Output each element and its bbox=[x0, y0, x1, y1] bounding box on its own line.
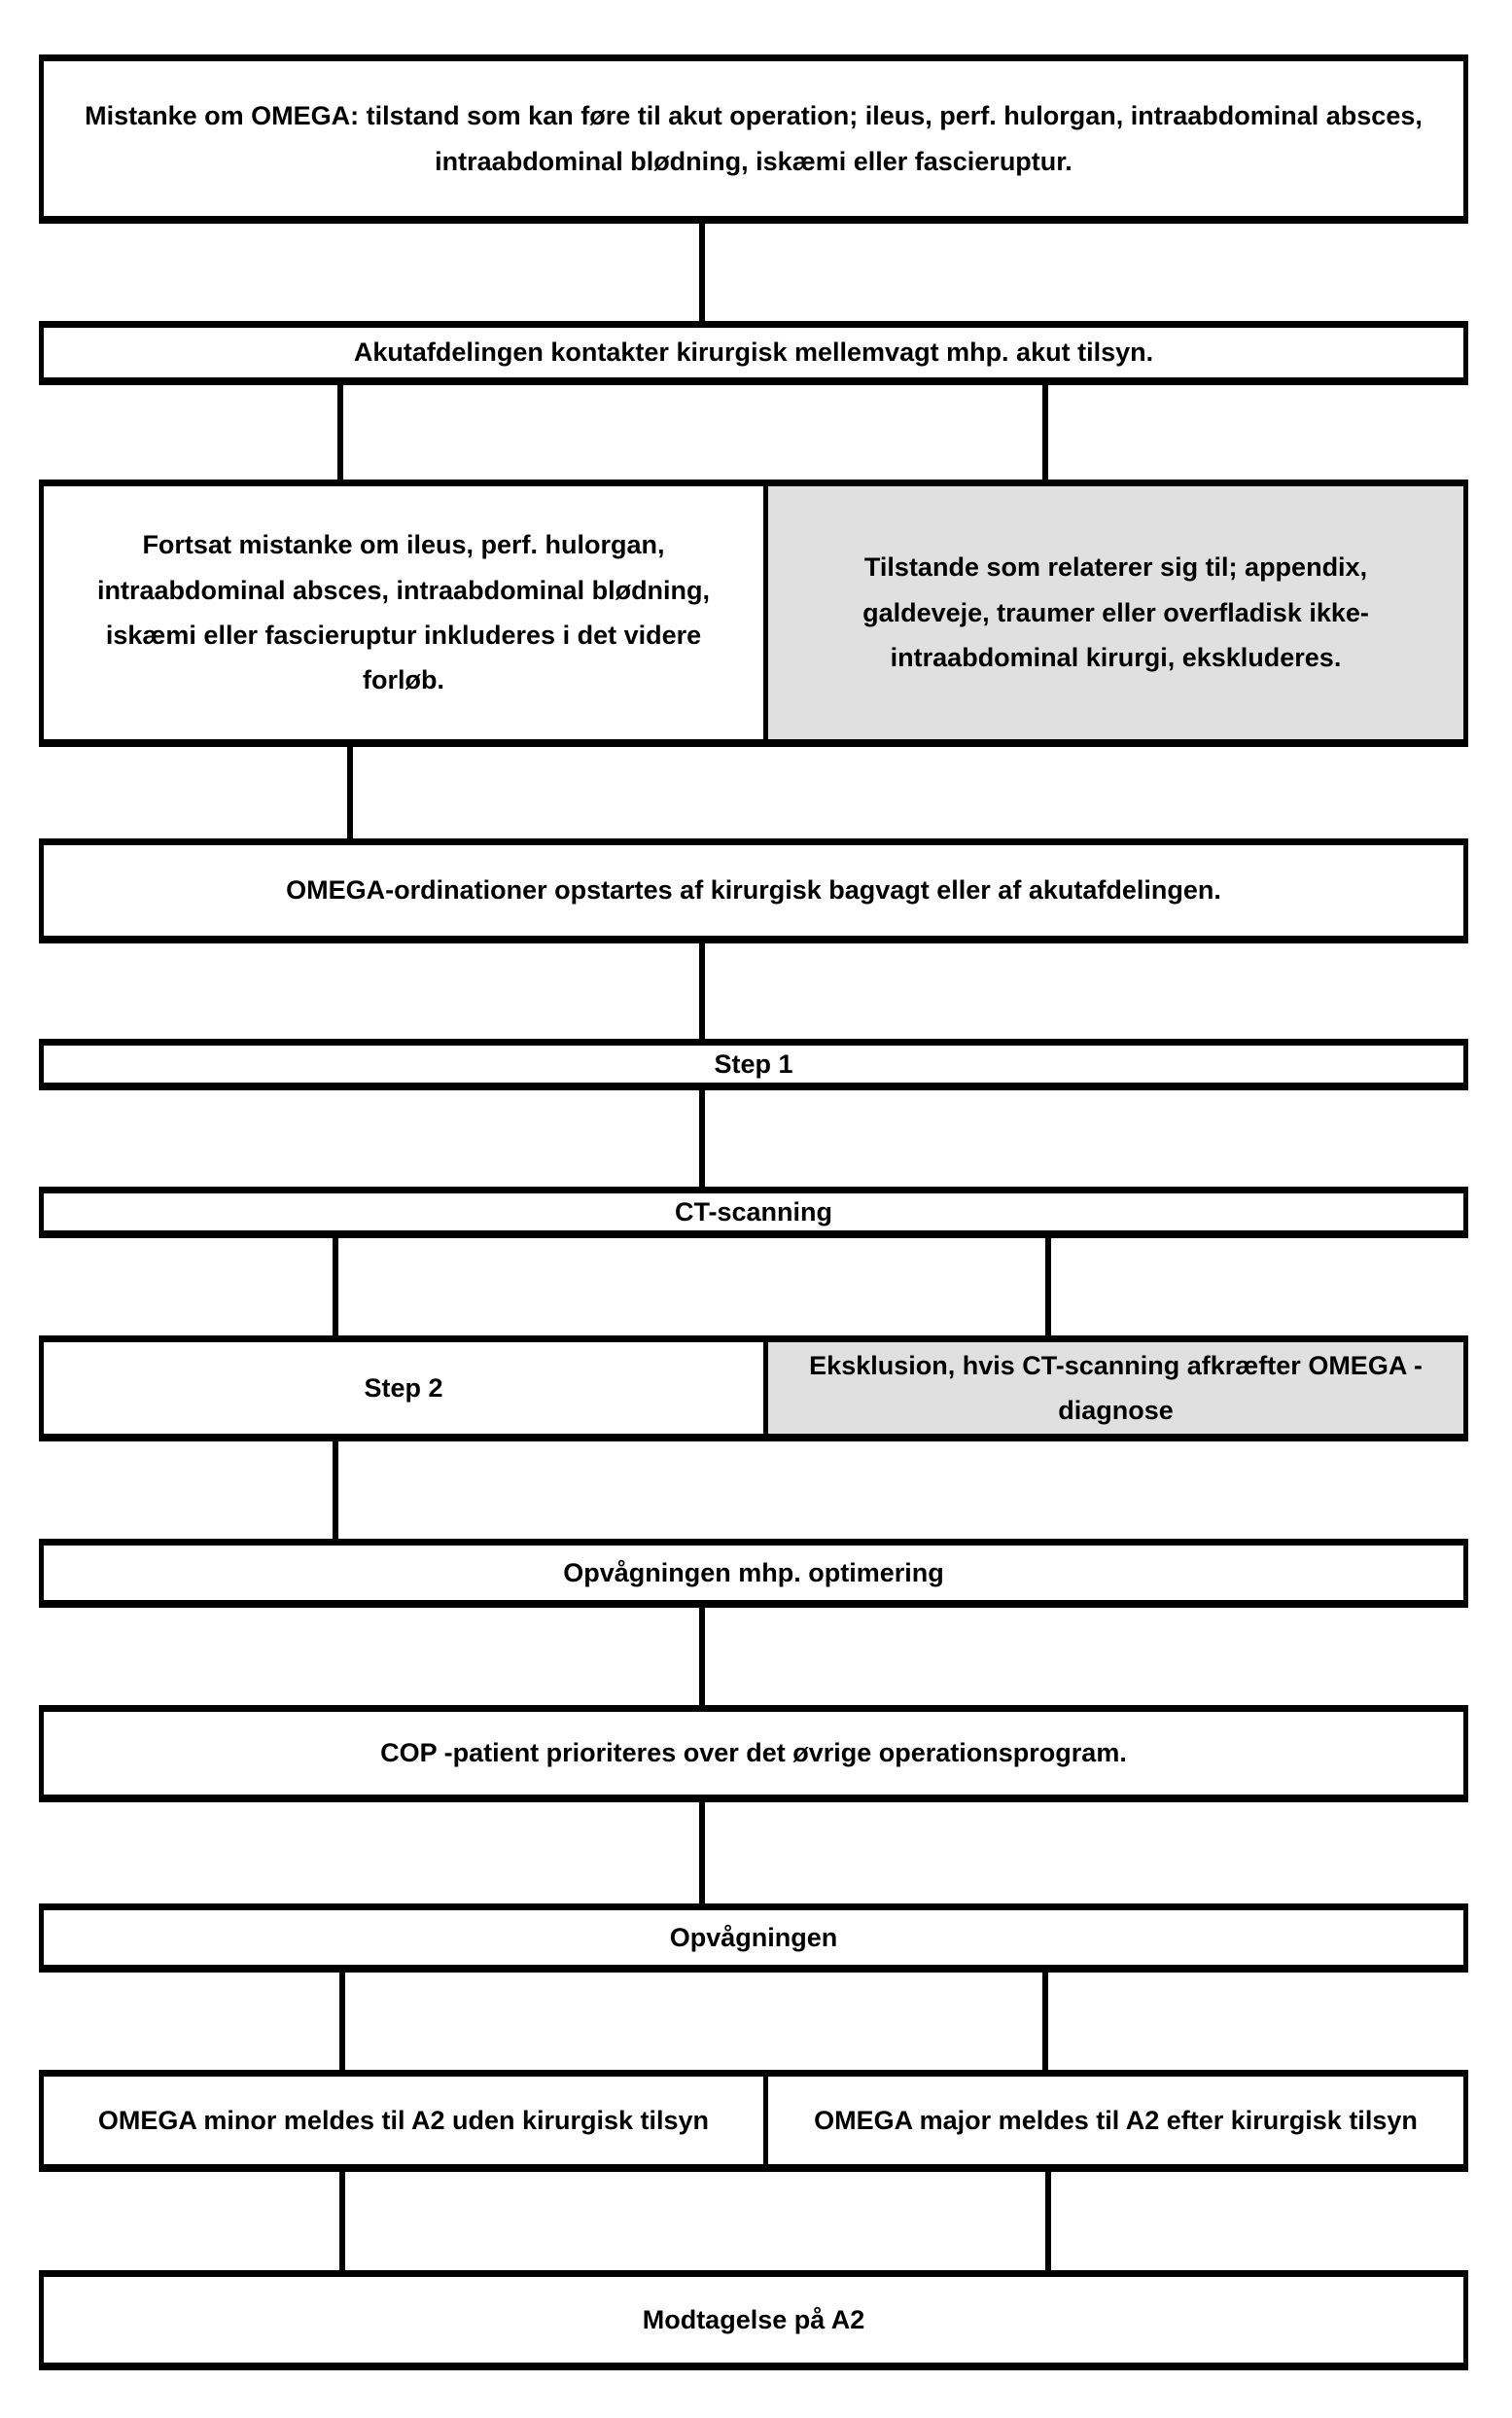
connector-cop-recovery bbox=[699, 1802, 705, 1903]
node-contact-surgeon-text: Akutafdelingen kontakter kirurgisk melle… bbox=[353, 338, 1154, 368]
node-omega-major-text: OMEGA major meldes til A2 efter kirurgis… bbox=[814, 2105, 1418, 2135]
node-step2: Step 2 bbox=[39, 1335, 768, 1441]
node-reception-a2-text: Modtagelse på A2 bbox=[642, 2304, 865, 2334]
node-recovery: Opvågningen bbox=[39, 1903, 1468, 1973]
connector-contact-included bbox=[337, 385, 343, 480]
node-cop-priority: COP -patient prioriteres over det øvrige… bbox=[39, 1705, 1468, 1802]
connector-minor-reception bbox=[339, 2172, 345, 2270]
node-ct-scanning-text: CT-scanning bbox=[674, 1196, 832, 1227]
node-excluded-conditions: Tilstande som relaterer sig til; appendi… bbox=[763, 480, 1468, 747]
node-recovery-text: Opvågningen bbox=[669, 1922, 838, 1952]
node-continued-suspicion: Fortsat mistanke om ileus, perf. hulorga… bbox=[39, 480, 768, 747]
node-exclusion-ct-text: Eksklusion, hvis CT-scanning afkræfter O… bbox=[809, 1350, 1423, 1425]
node-recovery-optimization-text: Opvågningen mhp. optimering bbox=[563, 1557, 944, 1587]
connector-step2-recovery bbox=[333, 1441, 338, 1539]
node-step1-text: Step 1 bbox=[714, 1049, 793, 1079]
node-continued-suspicion-text: Fortsat mistanke om ileus, perf. hulorga… bbox=[96, 530, 711, 695]
node-step2-text: Step 2 bbox=[364, 1372, 443, 1403]
node-contact-surgeon: Akutafdelingen kontakter kirurgisk melle… bbox=[39, 321, 1468, 385]
node-omega-minor: OMEGA minor meldes til A2 uden kirurgisk… bbox=[39, 2070, 768, 2172]
node-suspicion-omega: Mistanke om OMEGA: tilstand som kan føre… bbox=[39, 54, 1468, 224]
connector-ct-exclusion bbox=[1045, 1238, 1051, 1335]
node-excluded-conditions-text: Tilstande som relaterer sig til; appendi… bbox=[862, 552, 1369, 673]
node-ordinations: OMEGA-ordinationer opstartes af kirurgis… bbox=[39, 838, 1468, 943]
connector-major-reception bbox=[1045, 2172, 1051, 2270]
node-suspicion-omega-text: Mistanke om OMEGA: tilstand som kan føre… bbox=[85, 101, 1423, 176]
node-cop-priority-text: COP -patient prioriteres over det øvrige… bbox=[380, 1738, 1127, 1768]
connector-recovery-cop bbox=[699, 1608, 705, 1705]
node-omega-major: OMEGA major meldes til A2 efter kirurgis… bbox=[763, 2070, 1468, 2172]
connector-contact-excluded bbox=[1042, 385, 1048, 480]
node-exclusion-ct: Eksklusion, hvis CT-scanning afkræfter O… bbox=[763, 1335, 1468, 1441]
node-reception-a2: Modtagelse på A2 bbox=[39, 2270, 1468, 2370]
node-ordinations-text: OMEGA-ordinationer opstartes af kirurgis… bbox=[286, 875, 1221, 906]
connector-recovery-minor bbox=[339, 1973, 345, 2070]
node-ct-scanning: CT-scanning bbox=[39, 1187, 1468, 1238]
connector-suspicion-contact bbox=[699, 224, 705, 321]
connector-ct-step2 bbox=[333, 1238, 338, 1335]
connector-step1-ct bbox=[699, 1090, 705, 1187]
connector-included-ordinations bbox=[347, 747, 353, 838]
connector-ordinations-step1 bbox=[699, 943, 705, 1039]
node-omega-minor-text: OMEGA minor meldes til A2 uden kirurgisk… bbox=[97, 2105, 710, 2135]
node-step1: Step 1 bbox=[39, 1039, 1468, 1090]
node-recovery-optimization: Opvågningen mhp. optimering bbox=[39, 1539, 1468, 1608]
connector-recovery-major bbox=[1042, 1973, 1048, 2070]
